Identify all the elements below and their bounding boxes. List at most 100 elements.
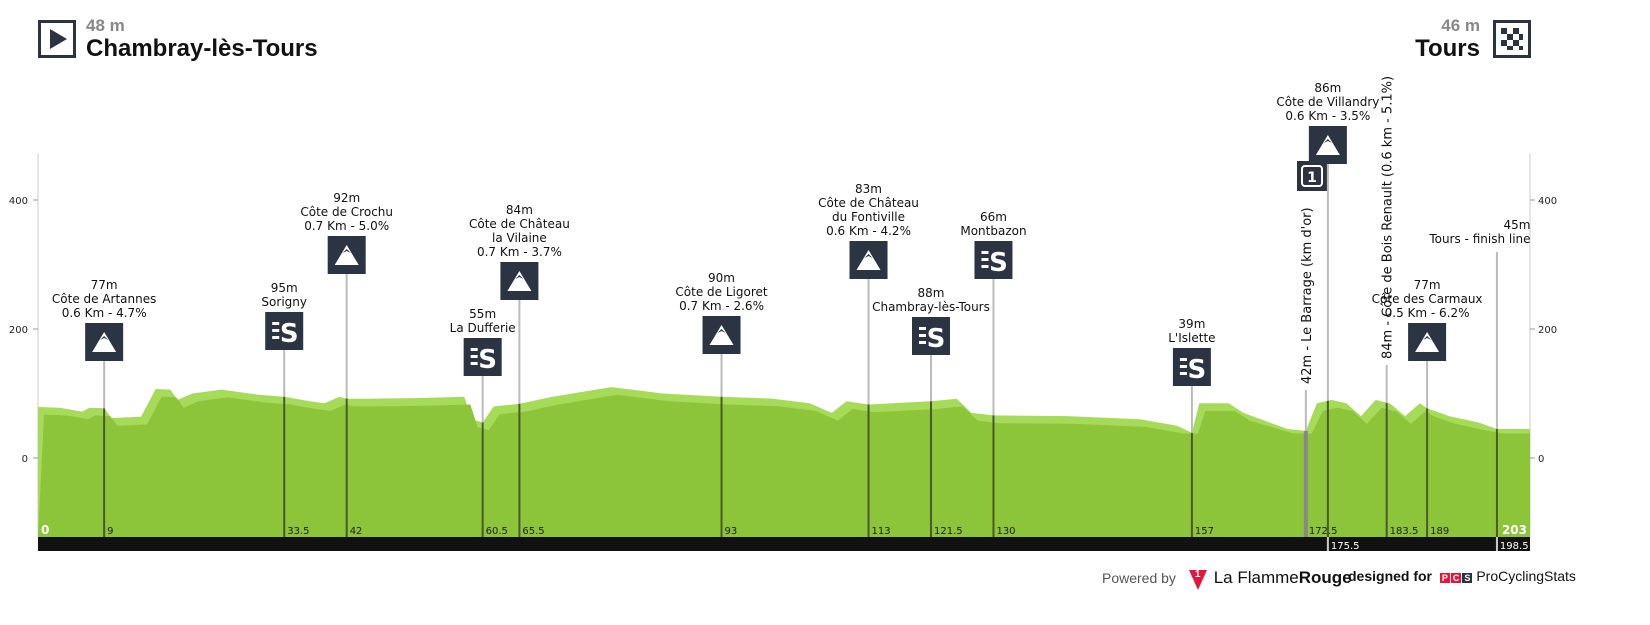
point-label-line: 86m	[1314, 81, 1341, 95]
speed-line	[470, 348, 478, 351]
speed-line	[272, 336, 280, 339]
sprint-icon	[463, 338, 502, 376]
km-label: 65.5	[522, 526, 544, 537]
point-label-line: Côte de Villandry	[1276, 95, 1379, 109]
point-label-line: 88m	[918, 286, 945, 300]
sprint-s: S	[927, 324, 946, 354]
point-label-line: Côte de Crochu	[300, 205, 393, 219]
point-label-line: Montbazon	[960, 224, 1026, 238]
powered-by-label: Powered by	[1102, 570, 1176, 586]
speed-line	[981, 258, 989, 261]
point-label-line: 0.7 Km - 5.0%	[304, 219, 389, 233]
km-label: 42	[350, 526, 363, 537]
mountain-snow	[717, 329, 726, 333]
mountain-snow	[1423, 336, 1432, 340]
mountain-shape	[92, 332, 117, 352]
finish-line-label: Tours - finish line	[1428, 232, 1530, 246]
point-label-line: 0.6 Km - 4.7%	[62, 306, 147, 320]
point-label-line: Côte de Artannes	[52, 292, 156, 306]
km-label: 33.5	[287, 526, 309, 537]
flamme-rouge-logo-icon: 1	[1188, 569, 1210, 590]
point-label-line: La Dufferie	[450, 321, 516, 335]
badge-number: 1	[1307, 170, 1317, 186]
km-label: 121.5	[934, 526, 963, 537]
speed-line	[272, 322, 280, 325]
km-label: 157	[1195, 526, 1214, 537]
km-label: 113	[872, 526, 891, 537]
speed-line	[981, 265, 989, 268]
point-label-line: 90m	[708, 271, 735, 285]
point-label-line: Côte de Ligoret	[675, 285, 767, 299]
sprint-s: S	[989, 248, 1008, 278]
profile-area-dark	[38, 394, 1530, 537]
speed-line	[1179, 365, 1187, 368]
sprint-s: S	[280, 319, 299, 349]
sprint-s: S	[1188, 355, 1207, 385]
start-city: Chambray-lès-Tours	[86, 35, 318, 62]
play-icon	[38, 20, 76, 58]
speed-line	[470, 362, 478, 365]
point-label-line: 0.6 Km - 4.2%	[826, 224, 911, 238]
km-label: 183.5	[1390, 526, 1419, 537]
finish-line-altitude: 45m	[1503, 218, 1530, 232]
finish-header: 46 m Tours	[1280, 16, 1480, 62]
sprint-icon	[1172, 348, 1211, 386]
mountain-snow	[1323, 139, 1332, 143]
mountain-shape	[334, 245, 359, 265]
speed-line	[981, 251, 989, 254]
y-tick-label-right: 200	[1538, 325, 1557, 336]
km-label: 203	[1502, 523, 1527, 537]
km-label-below: 198.5	[1500, 541, 1529, 552]
mountain-snow	[342, 249, 351, 253]
speed-line	[470, 355, 478, 358]
point-label-line: Sorigny	[261, 295, 307, 309]
finish-city: Tours	[1415, 35, 1480, 62]
point-label-line: 77m	[91, 278, 118, 292]
point-label-line: la Vilaine	[492, 231, 547, 245]
mountain-shape	[856, 250, 881, 270]
point-label-line: 0.5 Km - 6.2%	[1385, 306, 1470, 320]
point-kmdor: 42m - Le Barrage (km d'or) 1	[1297, 161, 1327, 537]
speed-line	[918, 327, 926, 330]
speed-line	[1179, 372, 1187, 375]
point-label-line: Côte des Carmaux	[1372, 292, 1483, 306]
mountain-shape	[709, 325, 734, 345]
distance-bar	[38, 537, 1530, 551]
pcs-name: ProCyclingStats	[1476, 568, 1576, 584]
sprint-s: S	[478, 345, 497, 375]
y-tick-label-left: 400	[9, 196, 28, 207]
designed-for-label: designed for	[1348, 568, 1433, 584]
point-label-line: du Fontiville	[832, 210, 905, 224]
rotated-label: 84m - Côte de Bois Renault (0.6 km - 5.1…	[1381, 76, 1396, 359]
point-label-line: 77m	[1414, 278, 1441, 292]
point-label-line: 66m	[980, 210, 1007, 224]
mountain-snow	[100, 336, 109, 340]
speed-line	[918, 334, 926, 337]
mountain-shape	[507, 271, 532, 291]
point-label-line: 84m	[506, 203, 533, 217]
y-tick-label-left: 200	[9, 325, 28, 336]
point-label-line: 83m	[855, 182, 882, 196]
y-tick-label-left: 0	[22, 454, 28, 465]
km-label: 189	[1430, 526, 1449, 537]
point-label-line: 55m	[469, 307, 496, 321]
km-label: 60.5	[486, 526, 508, 537]
rotated-label: 42m - Le Barrage (km d'or)	[1300, 207, 1315, 384]
km-label: 0	[41, 523, 49, 537]
finish-altitude: 46 m	[1441, 16, 1480, 35]
km-label: 172.5	[1309, 526, 1338, 537]
point-label-line: Côte de Château	[818, 196, 919, 210]
speed-line	[1179, 358, 1187, 361]
